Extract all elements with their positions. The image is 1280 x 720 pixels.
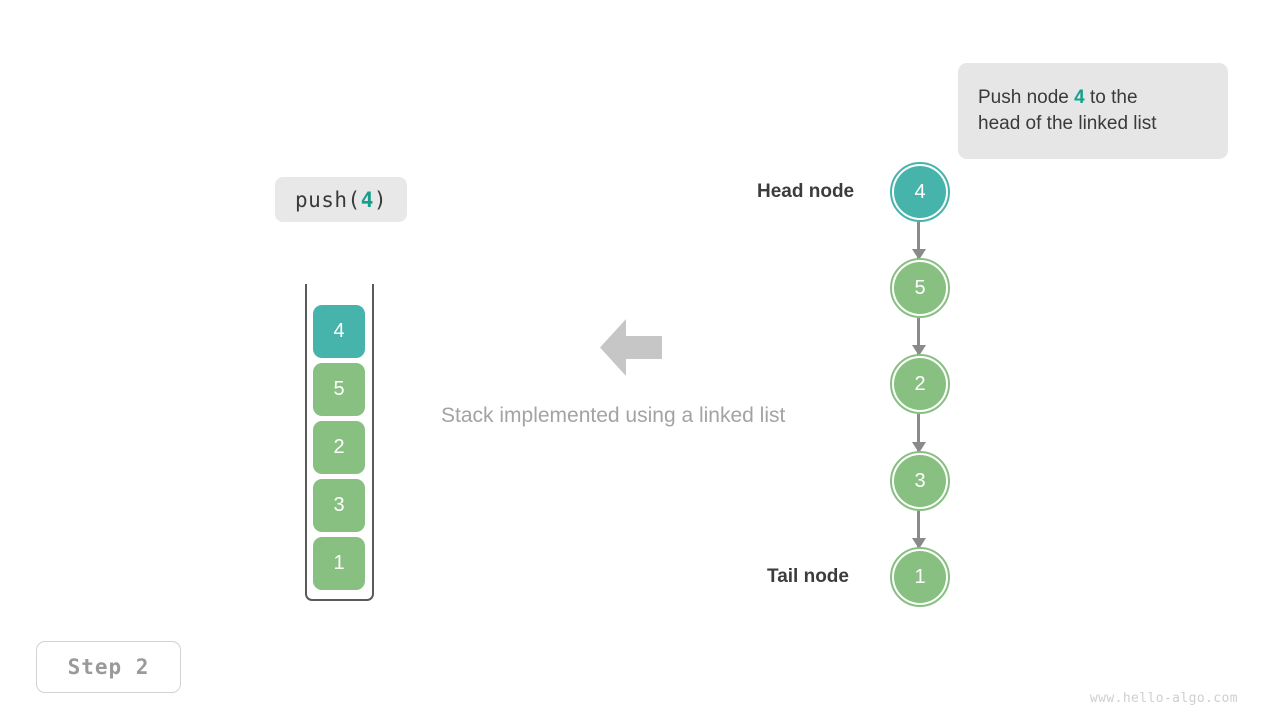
callout-text-prefix: Push node	[978, 87, 1075, 108]
step-badge: Step 2	[36, 641, 181, 693]
stack-cell: 5	[313, 363, 365, 416]
callout-line-1: Push node 4 to the	[978, 85, 1208, 111]
callout-text-suffix: to the	[1084, 87, 1138, 108]
link-connector	[917, 318, 920, 356]
stack-container	[305, 284, 374, 601]
left-arrow-icon	[600, 319, 662, 376]
node-value: 3	[894, 455, 946, 507]
operation-suffix: )	[373, 187, 388, 212]
node-value: 2	[894, 358, 946, 410]
link-connector	[917, 414, 920, 453]
head-node-label: Head node	[757, 181, 855, 202]
link-connector	[917, 511, 920, 549]
link-connector	[917, 222, 920, 260]
diagram-caption: Stack implemented using a linked list	[441, 404, 786, 427]
linked-list: 4 5 2 3 1	[880, 155, 960, 615]
node-value: 5	[894, 262, 946, 314]
stack-cell: 2	[313, 421, 365, 474]
stack-cell: 1	[313, 537, 365, 590]
linked-list-node: 1	[890, 547, 950, 607]
tail-node-label: Tail node	[767, 566, 849, 587]
linked-list-node: 3	[890, 451, 950, 511]
callout-line-2: head of the linked list	[978, 113, 1157, 134]
link-arrowhead-icon	[911, 345, 926, 356]
operation-prefix: push(	[294, 187, 361, 212]
watermark: www.hello-algo.com	[1089, 691, 1238, 706]
node-value: 1	[894, 551, 946, 603]
operation-argument: 4	[360, 187, 374, 212]
stack-cell: 3	[313, 479, 365, 532]
callout-box: Push node 4 to the head of the linked li…	[958, 63, 1228, 159]
callout-accent-value: 4	[1074, 87, 1085, 108]
linked-list-node: 2	[890, 354, 950, 414]
link-arrowhead-icon	[911, 442, 926, 453]
stack-cell-list: 4 5 2 3 1	[313, 305, 365, 590]
node-value: 4	[894, 166, 946, 218]
linked-list-node: 5	[890, 258, 950, 318]
stack-cell: 4	[313, 305, 365, 358]
link-arrowhead-icon	[911, 538, 926, 549]
linked-list-node: 4	[890, 162, 950, 222]
operation-badge: push(4)	[275, 177, 407, 222]
link-arrowhead-icon	[911, 249, 926, 260]
